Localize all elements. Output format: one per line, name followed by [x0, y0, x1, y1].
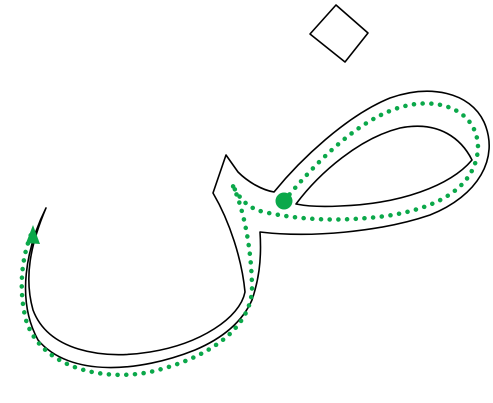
diamond-dot-icon: [310, 5, 368, 62]
stroke-start-dot-icon: [276, 193, 293, 210]
